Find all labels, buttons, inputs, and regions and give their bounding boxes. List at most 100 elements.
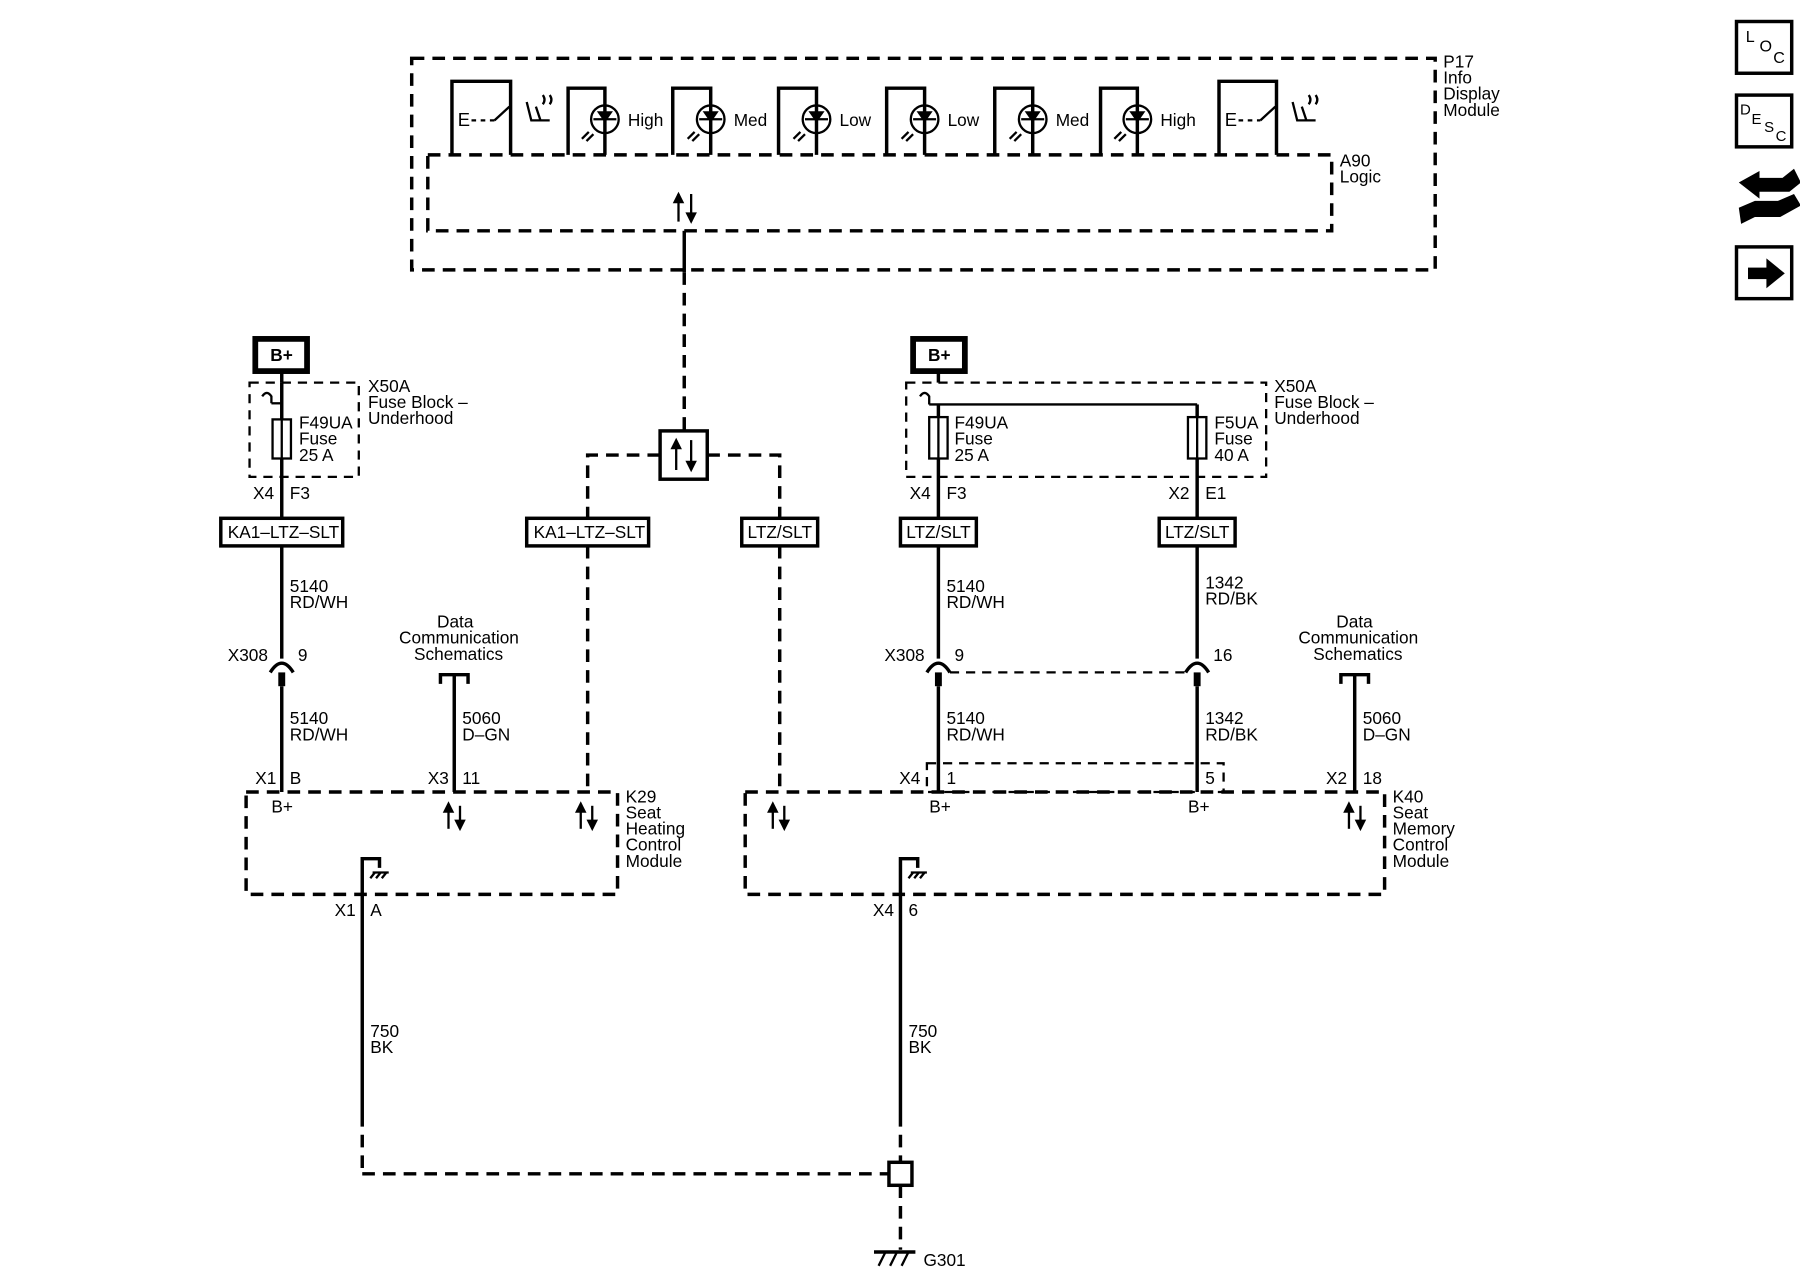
wire-circuit-number: 5140 <box>946 708 984 728</box>
connector-pin: 16 <box>1213 645 1232 665</box>
wire-color: RD/WH <box>290 724 348 744</box>
reference-label: Data <box>1336 612 1373 632</box>
desc-letter: S <box>1764 119 1774 136</box>
indicator-label: High <box>1160 110 1195 130</box>
option-label: KA1–LTZ–SLT <box>228 522 340 542</box>
loc-letter: L <box>1746 28 1755 46</box>
a90-logic-block: A90 Logic <box>426 150 1381 233</box>
option-box: LTZ/SLT <box>740 516 820 548</box>
k29-name-line: Control <box>626 835 682 855</box>
b-plus-label: B+ <box>928 345 951 365</box>
indicator-label: Low <box>840 110 872 130</box>
next-button[interactable] <box>1734 245 1794 301</box>
fuse-block-left: X50A Fuse Block – Underhood <box>248 376 468 479</box>
wire-circuit-number: 5140 <box>290 576 328 596</box>
fuse-rating: 40 A <box>1214 445 1249 465</box>
ground-splice <box>887 1160 914 1188</box>
reference-label: Schematics <box>1313 644 1402 664</box>
fuse-name: F49UA <box>299 413 353 433</box>
ground-g301: G301 <box>873 1250 966 1270</box>
reference-label: Schematics <box>414 644 503 664</box>
indicator-label: Med <box>1056 110 1090 130</box>
k29-name-line: Module <box>626 851 683 871</box>
fuse-f5ua-right: F5UA Fuse 40 A X2 E1 <box>1168 413 1259 519</box>
wire-circuit-number: 1342 <box>1205 572 1243 592</box>
option-box: KA1–LTZ–SLT <box>524 516 651 548</box>
connector-pin: 9 <box>298 645 308 665</box>
bidirectional-data-icon <box>1343 801 1367 832</box>
p17-ref-label: P17 <box>1443 52 1474 72</box>
ground-ref-label: G301 <box>923 1250 965 1270</box>
wire-color: D–GN <box>1363 724 1411 744</box>
k40-name-line: Module <box>1393 851 1450 871</box>
loc-button[interactable]: L O C <box>1734 19 1794 75</box>
wire-circuit-number: 5140 <box>290 708 328 728</box>
indicator-led: Low <box>884 86 980 155</box>
power-pin-label: B+ <box>929 797 951 817</box>
connector-ref: X308 <box>228 645 268 665</box>
fuse-block-name: Fuse Block – <box>368 392 468 412</box>
right-seat-heat-switch: E <box>1217 79 1319 155</box>
fuse-rating: 25 A <box>955 445 990 465</box>
fuse-f49ua-left: F49UA Fuse 25 A X4 F3 <box>253 382 353 519</box>
bidirectional-data-icon <box>575 801 598 832</box>
fuse-block-right: X50A Fuse Block – Underhood <box>905 376 1374 479</box>
connector-pin: A <box>370 900 382 920</box>
seat-heating-control-module: K29 Seat Heating Control Module X1 B B+ … <box>244 768 685 920</box>
k40-name-line: Control <box>1393 835 1449 855</box>
k40-name-line: Seat <box>1393 802 1429 822</box>
wire-circuit-number: 750 <box>909 1021 938 1041</box>
fuse-block-name: Fuse Block – <box>1274 392 1374 412</box>
wire-color: RD/WH <box>946 724 1004 744</box>
fuse-rating: 25 A <box>299 445 334 465</box>
connector-pin: 1 <box>946 768 956 788</box>
wire-color: RD/BK <box>1205 589 1258 609</box>
wire-color: RD/WH <box>290 592 348 612</box>
connector-ref: X4 <box>899 768 921 788</box>
fuse-block-ref: X50A <box>368 376 411 396</box>
b-plus-power-left: B+ <box>252 336 310 374</box>
connector-ref: X1 <box>335 900 356 920</box>
fuse-name: Fuse <box>299 429 337 449</box>
wire-color: RD/BK <box>1205 724 1258 744</box>
wire-circuit-number: 5060 <box>1363 708 1401 728</box>
desc-letter: E <box>1751 111 1761 128</box>
option-label: LTZ/SLT <box>748 522 813 542</box>
wire-color: RD/WH <box>946 592 1004 612</box>
indicator-label: Med <box>734 110 768 130</box>
option-label: LTZ/SLT <box>906 522 971 542</box>
data-comm-schematics-ref-right: Data Communication Schematics <box>1298 612 1418 684</box>
option-box: LTZ/SLT <box>898 516 979 548</box>
fuse-name: F49UA <box>955 413 1009 433</box>
fuse-name: F5UA <box>1214 413 1259 433</box>
indicator-label: High <box>628 110 663 130</box>
wire-color: BK <box>909 1037 933 1057</box>
ground-icon <box>360 856 389 895</box>
info-display-module: P17 Info Display Module <box>409 52 1500 272</box>
desc-button[interactable]: D E S C <box>1734 93 1794 149</box>
right-arrow-icon <box>1748 258 1785 289</box>
wire-circuit-number: 5060 <box>462 708 500 728</box>
connector-pin: E1 <box>1205 483 1226 503</box>
wire-color: D–GN <box>462 724 510 744</box>
indicator-led: Low <box>776 86 872 155</box>
ground-icon <box>898 856 927 895</box>
fuse-name: Fuse <box>955 429 993 449</box>
connector-pin: 5 <box>1205 768 1215 788</box>
reference-label: Communication <box>1298 628 1418 648</box>
connector-ref: X308 <box>884 645 924 665</box>
connector-ref: X3 <box>428 768 449 788</box>
option-label: LTZ/SLT <box>1165 522 1230 542</box>
power-pin-label: B+ <box>1188 797 1210 817</box>
wire-color: BK <box>370 1037 394 1057</box>
switch-contact-label: E <box>458 109 470 130</box>
connector-pin: B <box>290 768 302 788</box>
connector-swap-icon[interactable] <box>1738 168 1800 224</box>
desc-letter: D <box>1740 102 1751 119</box>
k40-ref-label: K40 <box>1393 786 1424 806</box>
connector-ref: X4 <box>910 483 932 503</box>
b-plus-power-right: B+ <box>910 336 968 374</box>
connector-ref: X2 <box>1168 483 1189 503</box>
k29-name-line: Seat <box>626 802 662 822</box>
